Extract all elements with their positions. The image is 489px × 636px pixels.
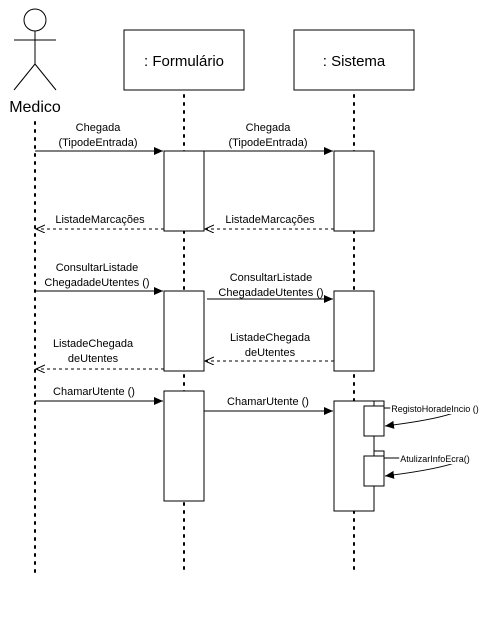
activation-system-2 — [333, 290, 375, 372]
return-listadechegada-2-line2: deUtentes — [245, 347, 296, 359]
return-listademarcacoes-2-label: ListadeMarcações — [225, 214, 315, 226]
activation-form-2 — [163, 290, 205, 372]
self-message-atulizarinfoecra-label-bg — [399, 454, 471, 464]
message-chegada-1-line2: (TipodeEntrada) — [58, 137, 137, 149]
self-message-registohoradeincio-label-bg — [390, 404, 480, 414]
self-message-atulizarinfoecra-label: AtulizarInfoEcra() — [400, 454, 470, 464]
message-chamarutente-1-label: ChamarUtente () — [53, 386, 135, 398]
activation-system-1 — [333, 150, 375, 232]
participant-sistema-label: : Sistema — [323, 53, 386, 70]
return-listadechegada-1-line1: ListadeChegada — [53, 338, 134, 350]
return-listademarcacoes-1-label: ListadeMarcações — [55, 214, 145, 226]
message-consultar-2-line2: ChegadadeUtentes () — [218, 287, 323, 299]
actor-label: Medico — [9, 99, 61, 116]
return-listadechegada-1-line2: deUtentes — [68, 353, 119, 365]
activation-self-2 — [363, 455, 385, 487]
actor-medico: Medico — [9, 8, 61, 116]
message-chegada-2-line2: (TipodeEntrada) — [228, 137, 307, 149]
participant-formulario-label: : Formulário — [144, 53, 224, 70]
activation-self-1 — [363, 405, 385, 437]
message-consultar-1-line1: ConsultarListade — [56, 262, 139, 274]
message-chamarutente-2-label: ChamarUtente () — [227, 396, 309, 408]
self-message-registohoradeincio-label: RegistoHoradeIncio () — [391, 404, 479, 414]
message-consultar-1-line2: ChegadadeUtentes () — [44, 277, 149, 289]
message-consultar-2-line1: ConsultarListade — [230, 272, 313, 284]
participant-sistema: : Sistema — [293, 29, 415, 91]
activation-form-1 — [163, 150, 205, 232]
activation-form-3 — [163, 390, 205, 502]
message-chegada-2-line1: Chegada — [246, 122, 292, 134]
message-chegada-1-line1: Chegada — [76, 122, 122, 134]
participant-formulario: : Formulário — [123, 29, 245, 91]
return-listadechegada-2-line1: ListadeChegada — [230, 332, 311, 344]
actor-head — [23, 8, 47, 32]
